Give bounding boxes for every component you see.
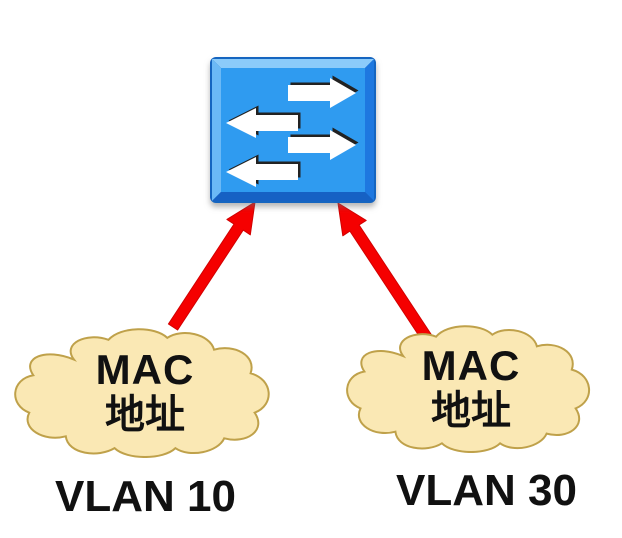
cloud-vlan10-text: MAC 地址 <box>96 348 195 438</box>
switch-arrow-right-lower <box>288 130 356 160</box>
vlan10-label: VLAN 10 <box>55 472 236 521</box>
flow-arrow-vlan30-to-switch <box>337 202 433 342</box>
switch-arrow-right-top <box>288 78 356 108</box>
mac-text: MAC <box>421 342 521 389</box>
cloud-vlan30: MAC 地址 <box>345 325 597 453</box>
switch-arrow-left-upper <box>226 108 298 138</box>
cloud-shape-vlan30 <box>345 325 597 453</box>
mac-text: MAC <box>95 346 195 393</box>
address-text: 地址 <box>431 389 511 433</box>
cloud-vlan30-text: MAC 地址 <box>422 344 521 434</box>
address-text: 地址 <box>105 393 185 437</box>
switch-bevel <box>212 59 374 201</box>
switch-arrows <box>226 75 359 187</box>
cloud-vlan10: MAC 地址 <box>13 328 277 458</box>
switch-arrow-left-bottom <box>226 157 298 187</box>
flow-arrow-vlan10-to-switch <box>167 201 256 331</box>
cloud-shape-vlan10 <box>13 328 277 458</box>
vlan30-label: VLAN 30 <box>396 466 577 515</box>
ethernet-switch-icon <box>210 57 376 203</box>
